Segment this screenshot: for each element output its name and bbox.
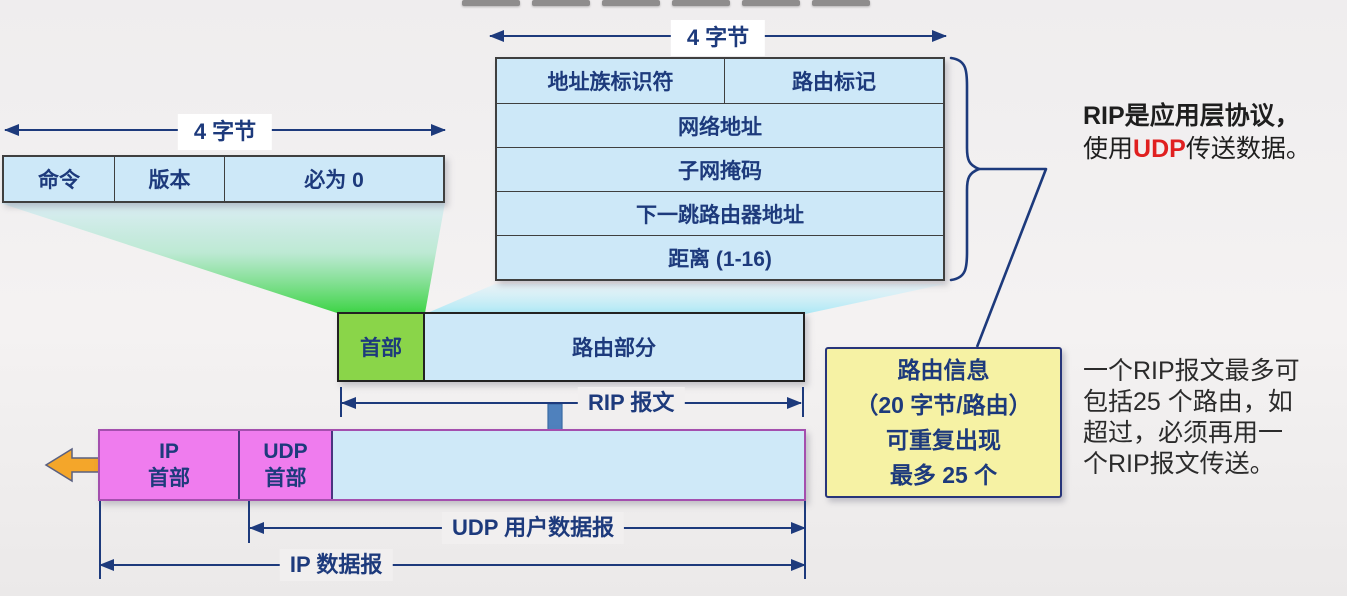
arrowhead-right-icon: [431, 123, 446, 136]
protocol-note-line2: 使用UDP传送数据。: [1083, 133, 1311, 166]
rip-header-segment: 首部: [339, 314, 425, 380]
capacity-note-line: 超过，必须再用一: [1083, 419, 1284, 447]
udp-header-line2: 首部: [264, 467, 307, 490]
ip-header-segment: IP 首部: [100, 431, 240, 499]
route-info-note: 路由信息 （20 字节/路由） 可重复出现 最多 25 个: [825, 347, 1062, 498]
arrowhead-left-icon: [249, 521, 264, 534]
top-width-arrow: 4 字节: [489, 20, 947, 56]
protocol-note-use: 使用: [1083, 135, 1134, 163]
ip-span-tick-left: [99, 501, 101, 579]
span-tick-right: [804, 501, 806, 579]
protocol-note-applayer: 应用层协议，: [1149, 102, 1300, 130]
title-fragment-bar: [532, 0, 590, 6]
udp-header-segment: UDP 首部: [240, 431, 333, 499]
left-width-arrow: 4 字节: [4, 114, 446, 150]
field-address-family: 地址族标识符: [547, 71, 674, 94]
header-projection-funnel: [0, 203, 445, 313]
arrowhead-left-icon: [341, 396, 356, 409]
title-fragment-bar: [602, 0, 660, 6]
route-entry-table: 地址族标识符 路由标记 网络地址 子网掩码 下一跳路由器地址 距离 (1-16): [495, 57, 945, 281]
protocol-note-rip: RIP是: [1083, 102, 1150, 130]
ip-header-line2: 首部: [148, 467, 190, 490]
protocol-note-udp: UDP: [1133, 135, 1186, 163]
capacity-note-line: 包括25 个路由，如: [1083, 388, 1293, 416]
ip-datagram-span-label: IP 数据报: [279, 549, 393, 581]
title-fragment-bar: [672, 0, 730, 6]
field-distance: 距离 (1-16): [668, 247, 772, 271]
arrowhead-right-icon: [787, 396, 802, 409]
protocol-note: RIP是应用层协议， 使用UDP传送数据。: [1083, 100, 1311, 166]
route-projection-funnel: [425, 284, 945, 314]
capacity-note-line: 一个RIP报文最多可: [1083, 357, 1300, 385]
rip-message-bar: 首部 路由部分: [337, 312, 805, 382]
encapsulation-bar: IP 首部 UDP 首部: [98, 429, 806, 501]
udp-data-segment: [333, 431, 804, 499]
udp-datagram-span-label: UDP 用户数据报: [441, 512, 625, 544]
left-arrow-icon: [44, 447, 104, 483]
capacity-note: 一个RIP报文最多可 包括25 个路由，如 超过，必须再用一 个RIP报文传送。: [1083, 356, 1300, 480]
rip-routes-segment: 路由部分: [572, 337, 656, 360]
arrowhead-right-icon: [932, 29, 947, 42]
protocol-note-transfer: 传送数据。: [1185, 135, 1311, 163]
field-route-tag: 路由标记: [724, 59, 943, 103]
brace-to-note-connector: [975, 167, 1048, 348]
field-must-be-zero: 必为 0: [224, 157, 443, 201]
rip-span-tick-right: [802, 387, 804, 417]
arrowhead-left-icon: [4, 123, 19, 136]
udp-datagram-span-arrow: UDP 用户数据报: [249, 512, 806, 544]
title-fragment-bar: [462, 0, 520, 6]
arrowhead-right-icon: [791, 521, 806, 534]
top-width-label: 4 字节: [670, 20, 766, 56]
rip-message-span-arrow: RIP 报文: [341, 387, 802, 419]
title-fragment-bar: [742, 0, 800, 6]
route-info-line: 可重复出现: [886, 426, 1001, 453]
field-command: 命令: [38, 169, 80, 192]
field-network-address: 网络地址: [678, 115, 762, 139]
route-info-line: 路由信息: [897, 356, 990, 383]
ip-datagram-span-arrow: IP 数据报: [99, 549, 806, 581]
left-width-label: 4 字节: [177, 114, 273, 150]
title-fragment-bar: [812, 0, 870, 6]
route-entries-brace: [949, 56, 983, 282]
protocol-note-line1: RIP是应用层协议，: [1083, 100, 1311, 133]
route-info-line: （20 字节/路由）: [855, 391, 1032, 418]
arrowhead-right-icon: [791, 558, 806, 571]
udp-header-line1: UDP: [263, 440, 308, 463]
capacity-note-line: 个RIP报文传送。: [1083, 450, 1275, 478]
field-next-hop: 下一跳路由器地址: [636, 203, 804, 227]
rip-header-fields-table: 命令 版本 必为 0: [2, 155, 445, 203]
route-info-line: 最多 25 个: [889, 461, 998, 488]
rip-message-span-label: RIP 报文: [577, 387, 685, 419]
arrowhead-left-icon: [489, 29, 504, 42]
arrowhead-left-icon: [99, 558, 114, 571]
field-version: 版本: [114, 157, 224, 201]
field-subnet-mask: 子网掩码: [678, 159, 762, 183]
ip-header-line1: IP: [159, 440, 179, 463]
